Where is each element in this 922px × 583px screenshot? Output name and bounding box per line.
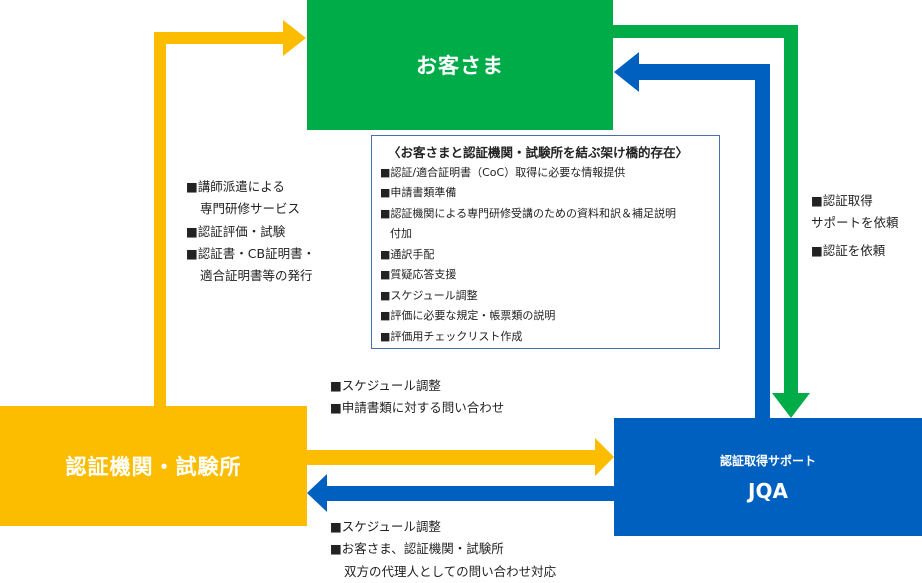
arrow-customer-to-jqa: [613, 25, 810, 418]
bridge-role-item: ■通訳手配: [380, 247, 435, 261]
bridge-role-item: ■質疑応答支援: [380, 268, 457, 282]
jqa-to-cert-items: ■スケジュール調整 ■お客さま、認証機関・試験所 双方の代理人としての問い合わせ…: [330, 516, 556, 583]
bridge-role-item: ■スケジュール調整: [380, 288, 478, 302]
bridge-role-title: 〈お客さまと認証機関・試験所を結ぶ架け橋的存在〉: [388, 145, 689, 160]
jqa-node: 認証取得サポート JQA: [614, 418, 922, 536]
service-item: ■認証書・CB証明書・: [186, 245, 316, 261]
service-item: 適合証明書等の発行: [200, 268, 313, 283]
service-item: 専門研修サービス: [200, 201, 301, 217]
request-item: ■認証取得: [811, 193, 873, 208]
arrow-cert-to-jqa: [307, 438, 614, 476]
cert-to-jqa-items: ■スケジュール調整 ■申請書類に対する問い合わせ: [330, 375, 504, 420]
bridge-role-item: ■認証/適合証明書（CoC）取得に必要な情報提供: [380, 166, 626, 179]
jqa-to-cert-item: ■スケジュール調整: [330, 519, 441, 534]
customer-label: お客さま: [416, 54, 504, 78]
bridge-role-item: ■申請書類準備: [380, 186, 457, 200]
bridge-role-item: ■評価に必要な規定・帳票類の説明: [380, 309, 556, 323]
jqa-to-cert-item: 双方の代理人としての問い合わせ対応: [344, 563, 557, 579]
request-item: ■認証を依頼: [811, 242, 886, 258]
customer-to-jqa-requests: ■認証取得 サポートを依頼 ■認証を依頼: [811, 190, 899, 262]
cert-to-customer-services: ■講師派遣による 専門研修サービス ■認証評価・試験 ■認証書・CB証明書・ 適…: [186, 176, 315, 287]
arrow-jqa-to-cert: [307, 474, 614, 512]
bridge-role-item: 付加: [390, 227, 412, 241]
bridge-role-item: ■評価用チェックリスト作成: [380, 329, 523, 343]
bridge-role-box: 〈お客さまと認証機関・試験所を結ぶ架け橋的存在〉 ■認証/適合証明書（CoC）取…: [371, 135, 720, 349]
service-item: ■認証評価・試験: [186, 223, 286, 239]
cert-to-jqa-item: ■スケジュール調整: [330, 378, 441, 393]
customer-node: お客さま: [307, 0, 613, 130]
request-item: サポートを依頼: [811, 214, 899, 230]
bridge-role-item: ■認証機関による専門研修受講のための資料和訳＆補足説明: [380, 206, 677, 220]
jqa-to-cert-item: ■お客さま、認証機関・試験所: [330, 541, 504, 557]
cert-body-node: 認証機関・試験所: [0, 406, 307, 526]
jqa-subtitle: 認証取得サポート: [719, 453, 816, 468]
service-item: ■講師派遣による: [186, 179, 285, 194]
cert-to-jqa-item: ■申請書類に対する問い合わせ: [330, 400, 505, 416]
cert-body-label: 認証機関・試験所: [65, 455, 242, 479]
jqa-label: JQA: [748, 478, 788, 503]
